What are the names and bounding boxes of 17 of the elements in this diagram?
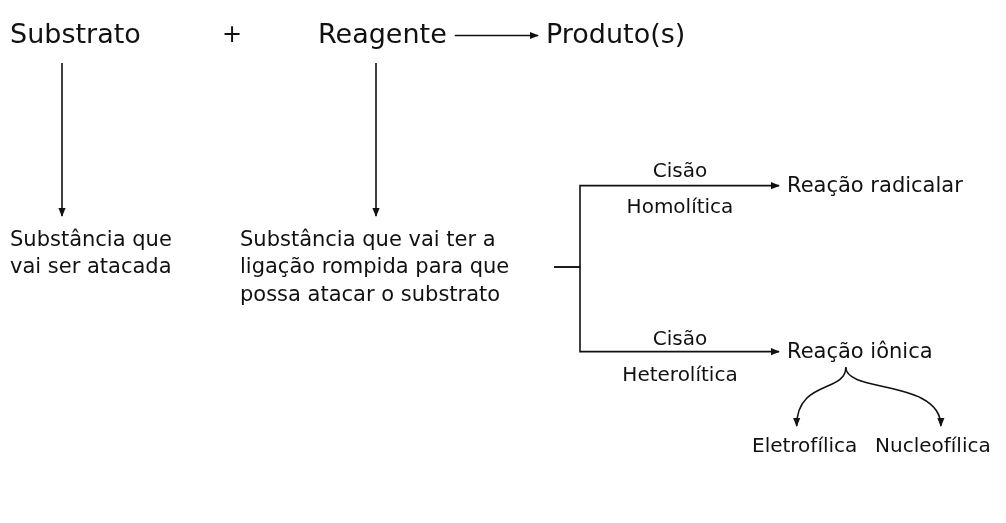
arrow: [845, 366, 943, 427]
arrow: [372, 62, 380, 217]
edge-label: Cisão Heterolítica: [621, 325, 739, 388]
node-text: Produto(s): [546, 16, 686, 52]
edge-label: Cisão Homolítica: [625, 157, 735, 220]
node-text: Reação radicalar: [787, 172, 963, 200]
node-text: Substância que vai ser atacada: [10, 226, 200, 281]
node-text: Reagente: [318, 16, 447, 52]
arrow: [58, 62, 66, 217]
node-text: Reação iônica: [787, 338, 933, 366]
node-text: Eletrofílica: [752, 432, 858, 458]
plus-sign: +: [222, 20, 243, 48]
arrow: [553, 266, 780, 356]
arrow: [453, 31, 539, 40]
node-text: Nucleofílica: [875, 432, 991, 458]
node-text: Substância que vai ter a ligação rompida para que possa atacar o substrato: [240, 226, 550, 308]
node-text: Substrato: [10, 16, 141, 52]
